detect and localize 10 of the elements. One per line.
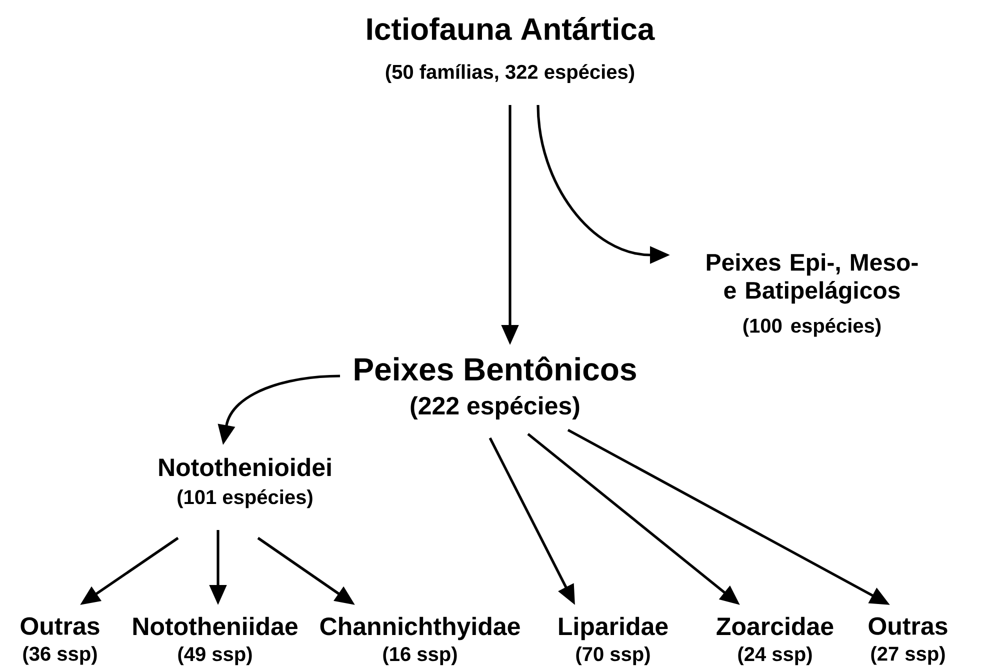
taxon-label: Channichthyidae (16 ssp) <box>320 616 520 666</box>
taxon-label: Zoarcidae (24 ssp) <box>716 616 834 666</box>
taxon-label: Nototheniidae (49 ssp) <box>133 616 298 666</box>
taxon-label: Peixes Bentônicos (222 espécies) <box>354 356 636 420</box>
taxon-label: Ictiofauna Antártica (50 famílias, 322 espécies) <box>367 17 655 83</box>
taxon-label: Peixes Epi-, Meso- e Batipelágicos (100 espécies) <box>706 253 918 337</box>
taxon-label: Outras (27 ssp) <box>868 617 948 665</box>
taxon-label: Liparidae (70 ssp) <box>559 616 668 666</box>
taxon-label: Notothenioidei (101 espécies) <box>159 458 331 508</box>
taxon-label: Outras (36 ssp) <box>20 617 100 665</box>
